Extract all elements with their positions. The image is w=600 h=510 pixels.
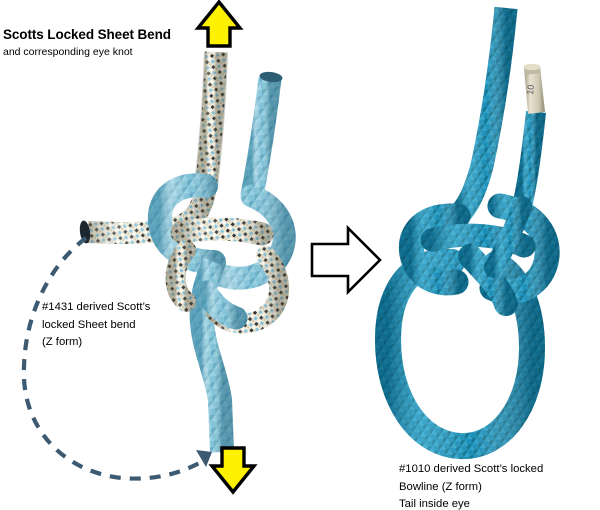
caption-line: #1010 derived Scott’s locked [399,463,544,475]
right-knot-caption: #1010 derived Scott’s locked Bowline (Z … [399,461,543,510]
transform-to-eye-knot-arrow[interactable] [310,224,382,296]
title-block: Scotts Locked Sheet Bend and correspondi… [3,27,223,58]
load-direction-down-arrow[interactable] [208,446,258,495]
load-direction-up-arrow[interactable] [194,0,244,48]
caption-line: (Z form) [42,336,83,348]
page-subtitle: and corresponding eye knot [3,45,133,58]
left-knot-caption: #1431 derived Scott’s locked Sheet bend … [42,299,150,352]
caption-line: locked Sheet bend [42,318,136,331]
caption-line: Tail inside eye [399,498,470,510]
page-title: Scotts Locked Sheet Bend [3,27,171,42]
caption-line: #1431 derived Scott’s [42,301,151,313]
caption-line: Bowline (Z form) [399,480,482,493]
